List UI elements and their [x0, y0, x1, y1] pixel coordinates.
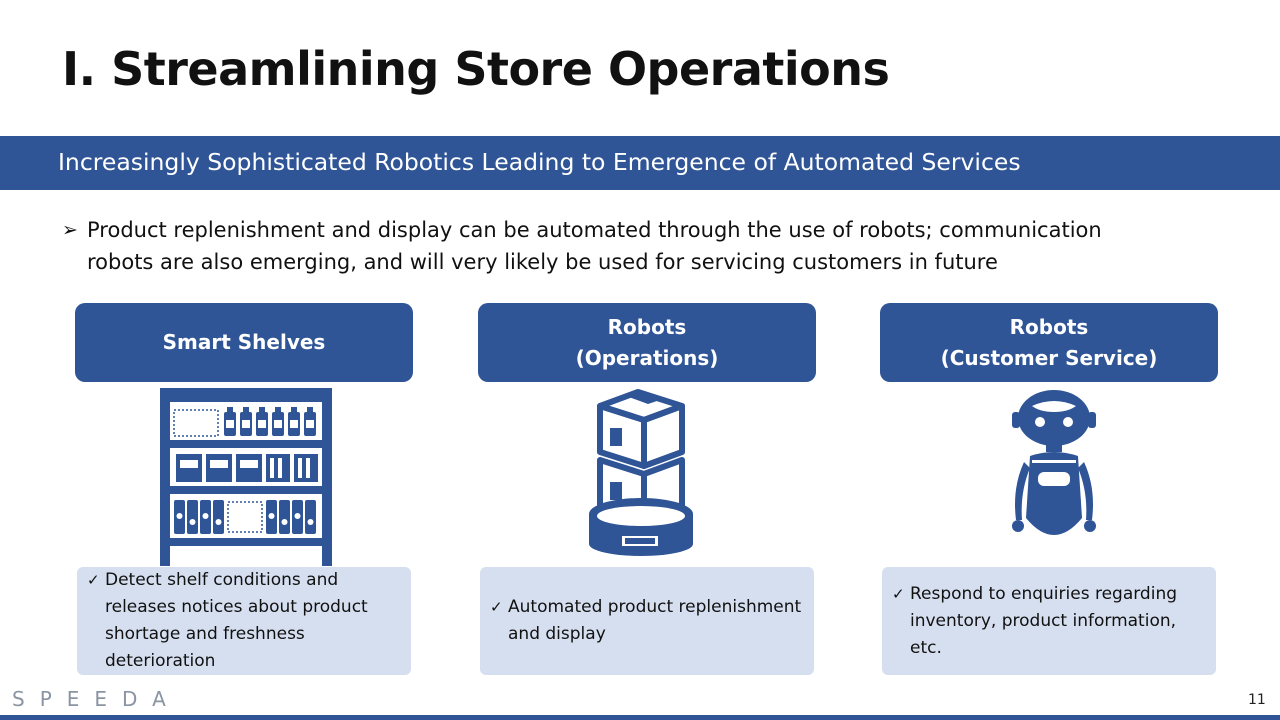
- heading-robots-customer-service: Robots (Customer Service): [880, 303, 1218, 382]
- arrow-bullet-icon: ➢: [62, 219, 78, 241]
- description-robots-customer-service: ✓ Respond to enquiries regarding invento…: [882, 567, 1216, 675]
- heading-smart-shelves: Smart Shelves: [75, 303, 413, 382]
- speeda-logo: SPEEDA: [12, 687, 181, 711]
- page-number: 11: [1248, 692, 1266, 708]
- section-banner: Increasingly Sophisticated Robotics Lead…: [0, 136, 1280, 190]
- banner-text: Increasingly Sophisticated Robotics Lead…: [58, 148, 1021, 176]
- service-robot-icon: [1008, 388, 1100, 552]
- check-icon: ✓: [490, 598, 503, 616]
- description-robots-operations: ✓ Automated product replenishment and di…: [480, 567, 814, 675]
- slide-title: I. Streamlining Store Operations: [62, 42, 890, 96]
- check-icon: ✓: [892, 584, 905, 603]
- bullet-text: Product replenishment and display can be…: [87, 218, 1102, 274]
- delivery-robot-icon: [586, 388, 696, 564]
- check-icon: ✓: [87, 571, 100, 589]
- heading-robots-operations: Robots (Operations): [478, 303, 816, 382]
- description-text: Automated product replenishment and disp…: [508, 597, 802, 644]
- description-text: Detect shelf conditions and releases not…: [105, 570, 368, 671]
- smart-shelf-icon: [160, 388, 332, 570]
- description-text: Respond to enquiries regarding inventory…: [910, 583, 1178, 658]
- description-smart-shelves: ✓ Detect shelf conditions and releases n…: [77, 567, 411, 675]
- bullet-point: ➢ Product replenishment and display can …: [62, 214, 1172, 278]
- footer-divider: [0, 715, 1280, 720]
